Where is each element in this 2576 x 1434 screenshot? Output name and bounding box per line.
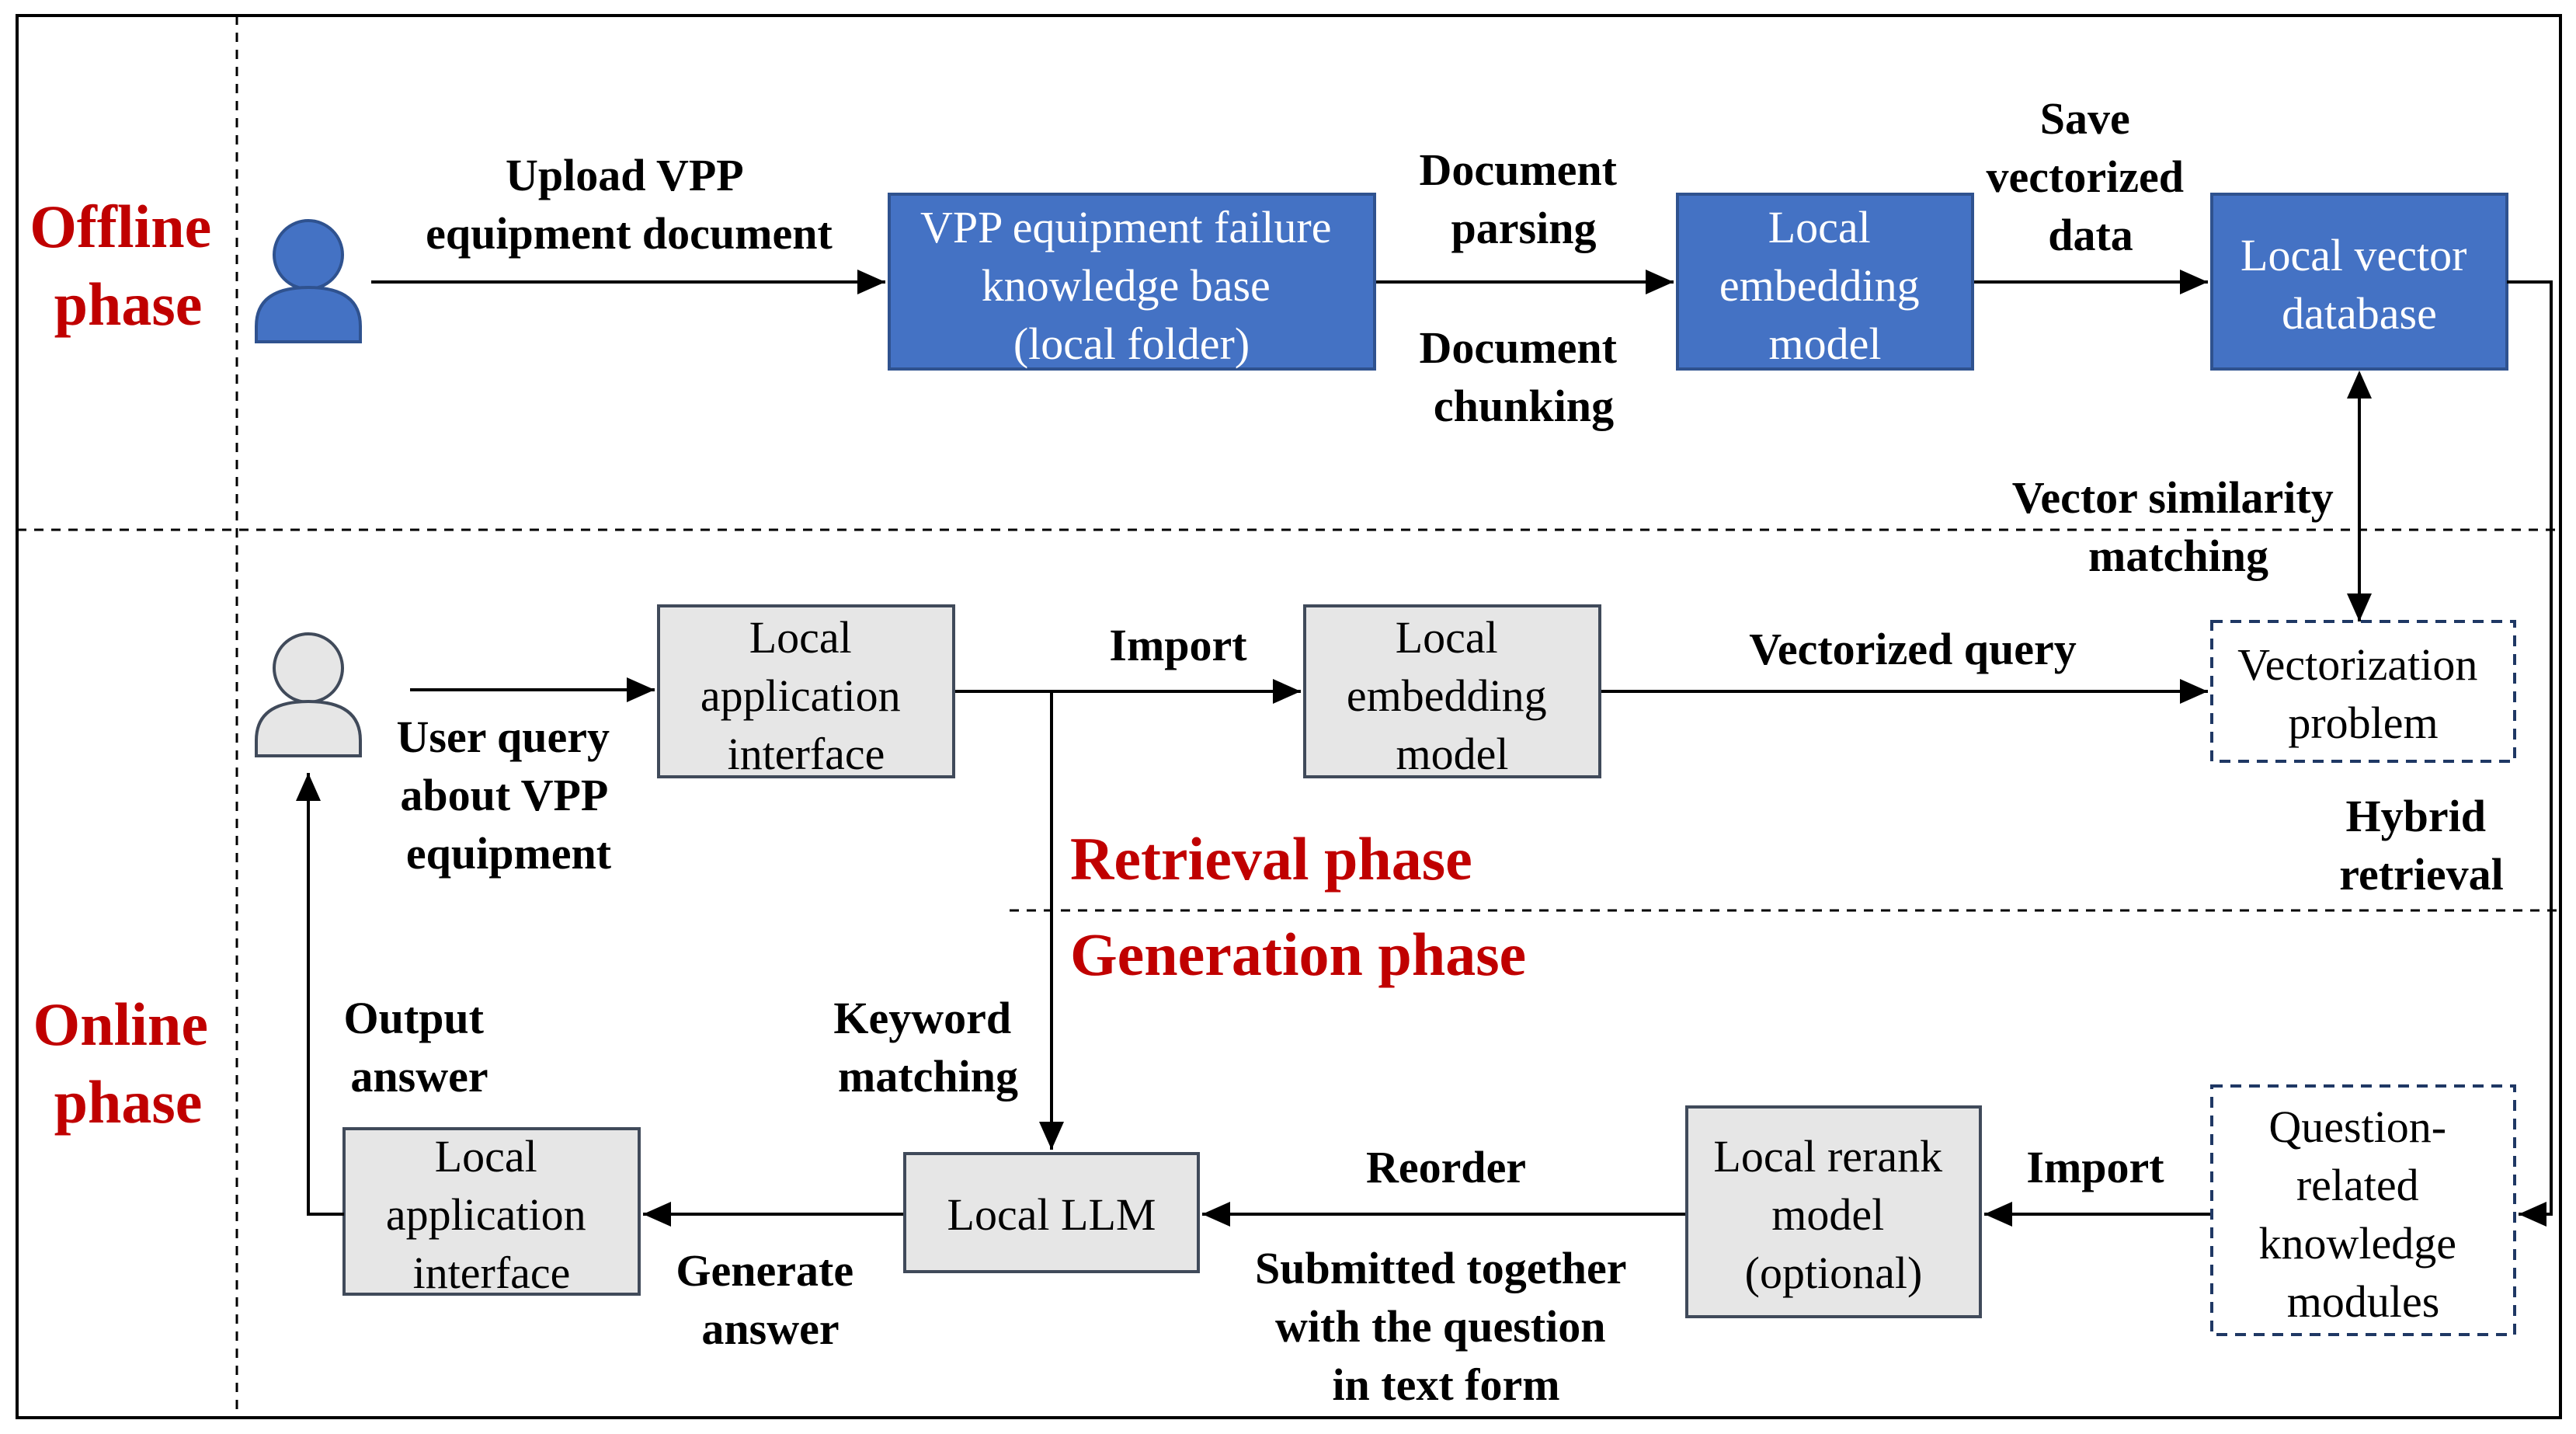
import-bottom-label: Import bbox=[2026, 1142, 2164, 1192]
rerank-model-text: Local rerank model (optional) bbox=[1713, 1131, 1953, 1298]
question-modules-box bbox=[2210, 1084, 2516, 1336]
outer-frame bbox=[16, 14, 2562, 1419]
app-interface-top-text: Local application interface bbox=[700, 612, 912, 779]
import-top-label: Import bbox=[1109, 620, 1247, 670]
rerank-model-box bbox=[1685, 1105, 1982, 1318]
app-interface-bottom-text: Local application interface bbox=[386, 1131, 597, 1298]
retrieval-phase-label: Retrieval phase bbox=[1070, 825, 1472, 893]
local-llm-text: Local LLM bbox=[947, 1189, 1156, 1240]
document-chunking-label: Document chunking bbox=[1419, 322, 1628, 431]
online-embedding-model-text: Local embedding model bbox=[1347, 612, 1558, 779]
vectorized-query-label: Vectorized query bbox=[1749, 624, 2076, 674]
generate-answer-label: Generate answer bbox=[676, 1245, 864, 1354]
reorder-label: Reorder bbox=[1366, 1142, 1526, 1192]
offline-embedding-model-text: Local embedding model bbox=[1719, 202, 1931, 369]
knowledge-base-box bbox=[888, 193, 1376, 371]
offline-embedding-model-box bbox=[1676, 193, 1974, 371]
online-phase-label: Online phase bbox=[33, 990, 224, 1136]
document-parsing-label: Document parsing bbox=[1419, 144, 1628, 253]
vectorization-problem-box bbox=[2210, 620, 2516, 763]
local-llm-box bbox=[903, 1152, 1200, 1273]
user-icon-blue bbox=[255, 219, 362, 343]
submitted-together-label: Submitted together with the question in … bbox=[1255, 1243, 1637, 1410]
hybrid-retrieval-arrow bbox=[2507, 280, 2553, 1227]
offline-phase-label: Offline phase bbox=[30, 193, 226, 338]
app-interface-bottom-box bbox=[342, 1127, 641, 1296]
keyword-matching-label: Keyword matching bbox=[833, 993, 1022, 1102]
hybrid-retrieval-label: Hybrid retrieval bbox=[2339, 791, 2503, 900]
question-modules-text: Question- related knowledge modules bbox=[2259, 1102, 2468, 1327]
vectorization-problem-text: Vectorization problem bbox=[2237, 639, 2489, 748]
output-answer-label: Output answer bbox=[343, 993, 495, 1102]
save-vectorized-label: Save vectorized data bbox=[1987, 93, 2195, 260]
vector-similarity-label: Vector similarity matching bbox=[2012, 472, 2345, 581]
output-answer-arrow bbox=[296, 773, 344, 1216]
vector-database-text: Local vector database bbox=[2241, 230, 2478, 339]
app-interface-top-box bbox=[657, 604, 955, 778]
user-query-label: User query about VPP equipment bbox=[397, 712, 621, 879]
knowledge-base-text: VPP equipment failure knowledge base (lo… bbox=[920, 202, 1343, 369]
generation-phase-label: Generation phase bbox=[1070, 921, 1526, 988]
vector-database-box bbox=[2210, 193, 2508, 371]
online-embedding-model-box bbox=[1303, 604, 1601, 778]
upload-label: Upload VPP equipment document bbox=[426, 150, 833, 259]
user-icon-gray bbox=[255, 632, 362, 757]
